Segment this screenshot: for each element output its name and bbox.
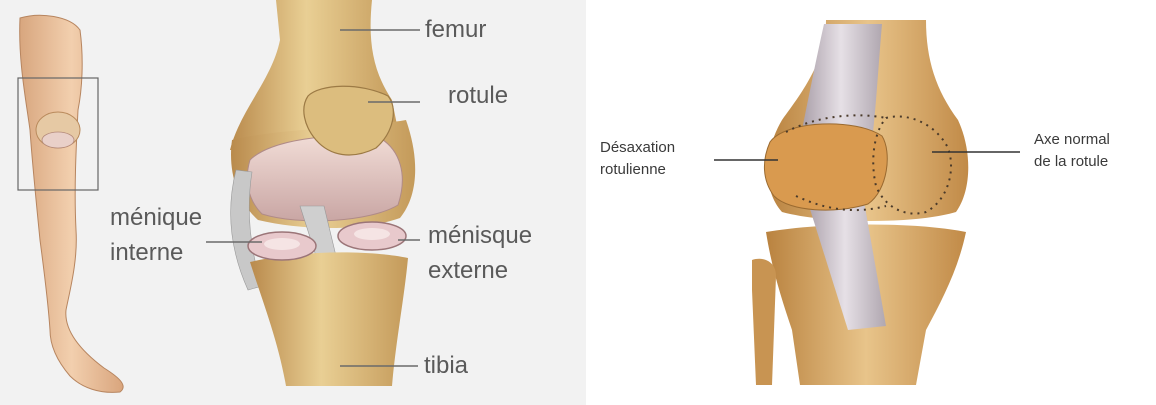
label-menisque-externe-line2: externe: [428, 257, 508, 285]
left-knee-anatomy-panel: femur rotule ménique interne ménisque ex…: [0, 0, 586, 405]
knee-joint: [230, 0, 415, 386]
label-menique-interne-line1: ménique: [110, 204, 202, 232]
label-menique-interne-line2: interne: [110, 239, 183, 267]
label-axe-normal-line1: Axe normal: [1034, 130, 1110, 150]
leg-figure: [18, 15, 123, 392]
right-patella-panel: Désaxation rotulienne Axe normal de la r…: [586, 0, 1156, 405]
displaced-patella: [764, 124, 887, 210]
label-tibia: tibia: [424, 352, 468, 380]
label-menisque-externe-line1: ménisque: [428, 222, 532, 250]
label-desaxation-line2: rotulienne: [600, 160, 666, 180]
right-knee-illustration: [586, 0, 1156, 405]
label-axe-normal-line2: de la rotule: [1034, 152, 1108, 172]
label-desaxation-line1: Désaxation: [600, 138, 675, 158]
label-rotule: rotule: [448, 82, 508, 110]
left-knee-illustration: [0, 0, 586, 405]
label-femur: femur: [425, 16, 486, 44]
